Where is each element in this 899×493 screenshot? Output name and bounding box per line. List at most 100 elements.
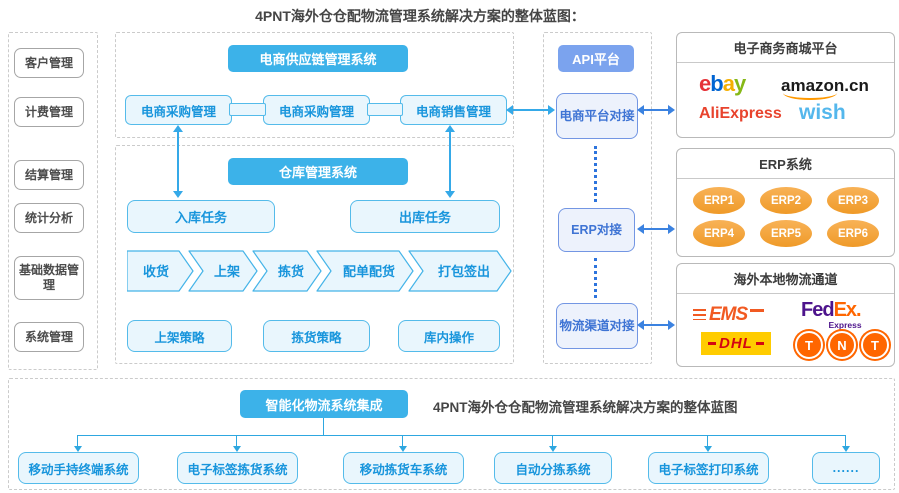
- ecommerce-panel: 电子商务商城平台 ebay amazon.cn AliExpress wish: [676, 32, 895, 138]
- tnt-logo: T N T: [795, 331, 894, 359]
- warehouse-flow-chevrons: 收货 上架 拣货 配单配货 打包签出: [127, 250, 512, 292]
- tree-branch: [233, 435, 241, 452]
- tnt-circle: N: [828, 331, 856, 359]
- api-dotted-connector: [594, 258, 597, 298]
- node-ecommerce-purchase-2: 电商采购管理: [263, 95, 370, 125]
- logistics-panel: 海外本地物流通道 EMS FedEx. Express DHL T N T: [676, 263, 895, 367]
- node-ecommerce-purchase-1: 电商采购管理: [125, 95, 232, 125]
- node-settlement-management: 结算管理: [14, 160, 84, 190]
- fedex-express: Express: [828, 320, 862, 330]
- api-dotted-connector: [594, 146, 597, 202]
- node-more-systems: ......: [812, 452, 880, 484]
- api-platform-container: [543, 32, 652, 364]
- node-shelving-strategy: 上架策略: [127, 320, 232, 352]
- chevron-allocate: [316, 250, 414, 292]
- node-system-management: 系统管理: [14, 322, 84, 352]
- erp1-badge: ERP1: [693, 187, 745, 214]
- chevron-allocate-label: 配单配货: [343, 264, 395, 279]
- ebay-letter: b: [710, 71, 723, 96]
- ebay-logo: ebay: [699, 71, 746, 96]
- arrow-api-ecommerce-panel: [637, 105, 675, 115]
- aliexpress-logo: AliExpress: [699, 105, 782, 122]
- sidebar-container: [8, 32, 98, 370]
- module-connector: [229, 103, 266, 116]
- node-erp-interface: ERP对接: [558, 208, 635, 252]
- node-electronic-label-printing-system: 电子标签打印系统: [648, 452, 769, 484]
- page-title: 4PNT海外仓仓配物流管理系统解决方案的整体蓝图：: [255, 8, 585, 24]
- erp-panel-title: ERP系统: [677, 149, 894, 179]
- ebay-letter: y: [733, 71, 746, 96]
- ems-bar: [750, 309, 765, 312]
- chevron-pick: [252, 250, 322, 292]
- node-ecommerce-platform-interface: 电商平台对接: [556, 93, 638, 139]
- integration-container: [8, 378, 895, 490]
- node-ecommerce-sales: 电商销售管理: [400, 95, 507, 125]
- chevron-receive: [127, 250, 194, 292]
- chevron-shelve-label: 上架: [214, 264, 240, 279]
- arrow-sales-outbound: [445, 125, 455, 198]
- amazon-logo: amazon.cn: [781, 76, 869, 100]
- tree-branch: [842, 435, 850, 452]
- wish-logo: wish: [799, 101, 846, 124]
- erp4-badge: ERP4: [693, 220, 745, 247]
- fedex-fed: Fed: [801, 299, 835, 321]
- chevron-pick-label: 拣货: [278, 264, 304, 279]
- node-customer-management: 客户管理: [14, 48, 84, 78]
- arrow-api-erp-panel: [637, 224, 675, 234]
- arrow-purchase-inbound: [173, 125, 183, 198]
- node-inbound-task: 入库任务: [127, 200, 275, 233]
- chevron-pack-label: 打包签出: [438, 264, 490, 279]
- integration-header: 智能化物流系统集成: [240, 390, 408, 418]
- erp2-badge: ERP2: [760, 187, 812, 214]
- tree-branch: [74, 435, 82, 452]
- tree-branch: [704, 435, 712, 452]
- arrow-api-logistics-panel: [637, 320, 675, 330]
- erp6-badge: ERP6: [827, 220, 879, 247]
- warehouse-header: 仓库管理系统: [228, 158, 408, 185]
- ems-stripes: [693, 309, 706, 320]
- erp-panel: ERP系统 ERP1 ERP2 ERP3 ERP4 ERP5 ERP6: [676, 148, 895, 257]
- chevron-receive-label: 收货: [143, 264, 169, 279]
- tree-branch: [549, 435, 557, 452]
- fedex-ex: Ex: [833, 299, 857, 321]
- fedex-dot: .: [856, 299, 862, 321]
- warehouse-container: [115, 145, 514, 364]
- node-statistics-analysis: 统计分析: [14, 203, 84, 233]
- erp3-badge: ERP3: [827, 187, 879, 214]
- api-platform-header: API平台: [558, 45, 634, 72]
- node-electronic-label-picking-system: 电子标签拣货系统: [177, 452, 298, 484]
- arrow-sales-api: [506, 105, 555, 115]
- node-logistics-channel-interface: 物流渠道对接: [556, 303, 638, 349]
- supply-chain-header: 电商供应链管理系统: [228, 45, 408, 72]
- ems-text: EMS: [709, 304, 748, 325]
- chevron-shelve: [188, 250, 258, 292]
- node-outbound-task: 出库任务: [350, 200, 500, 233]
- node-automatic-sorting-system: 自动分拣系统: [494, 452, 612, 484]
- node-warehouse-operations: 库内操作: [398, 320, 500, 352]
- tree-horizontal-line: [77, 435, 845, 436]
- node-billing-management: 计费管理: [14, 97, 84, 127]
- ecommerce-panel-title: 电子商务商城平台: [677, 33, 894, 63]
- node-picking-strategy: 拣货策略: [263, 320, 370, 352]
- ebay-letter: e: [699, 71, 711, 96]
- chevron-pack: [408, 250, 512, 292]
- supply-chain-container: [115, 32, 514, 138]
- tnt-circle: T: [795, 331, 823, 359]
- ebay-letter: a: [722, 71, 735, 96]
- dhl-text: DHL: [719, 335, 753, 352]
- dhl-logo: DHL: [701, 332, 771, 355]
- ems-logo: EMS: [693, 304, 765, 325]
- logistics-panel-title: 海外本地物流通道: [677, 264, 894, 294]
- dhl-dash: [755, 342, 764, 345]
- node-mobile-picking-cart-system: 移动拣货车系统: [343, 452, 464, 484]
- integration-caption: 4PNT海外仓仓配物流管理系统解决方案的整体蓝图: [433, 400, 738, 415]
- node-basic-data-management: 基础数据管理: [14, 256, 84, 300]
- fedex-logo: FedEx. Express: [801, 300, 862, 330]
- module-connector: [367, 103, 403, 116]
- tnt-circle: T: [861, 331, 889, 359]
- dhl-dash: [708, 342, 716, 345]
- node-mobile-handheld-system: 移动手持终端系统: [18, 452, 139, 484]
- tree-branch: [399, 435, 407, 452]
- tree-stem: [323, 418, 324, 436]
